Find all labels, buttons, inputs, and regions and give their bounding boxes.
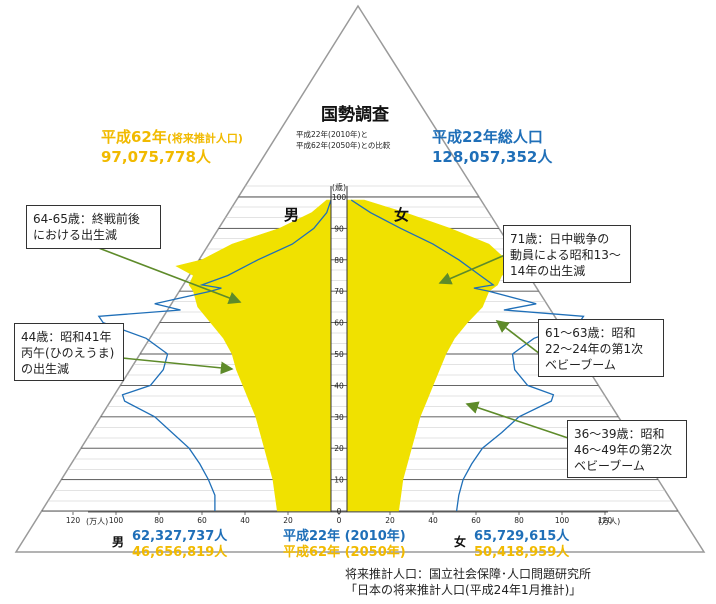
series-2050 xyxy=(175,199,520,512)
bottom-male-label: 男 xyxy=(112,535,125,549)
x-tick-label: 100 xyxy=(555,516,570,525)
annotation-box-36-39: 36～39歳：昭和 46～49年の第2次 ベビーブーム xyxy=(567,420,687,478)
x-tick-label: 120 xyxy=(66,516,81,525)
age-tick-label: 90 xyxy=(334,224,344,233)
x-tick-label: 40 xyxy=(428,516,438,525)
x-tick-label: 40 xyxy=(240,516,250,525)
annotation-box-44: 44歳：昭和41年 丙午(ひのえうま) の出生減 xyxy=(14,323,124,381)
x-ticks: 120 100 80 60 40 20 0 20 40 60 80 100 120 xyxy=(66,512,613,525)
x-tick-label: 60 xyxy=(197,516,207,525)
source-line-2: 「日本の将来推計人口(平成24年1月推計)」 xyxy=(345,583,582,597)
center-2050-label: 平成62年 (2050年) xyxy=(283,545,406,560)
x-tick-label: 20 xyxy=(283,516,293,525)
annotation-arrow xyxy=(95,246,242,304)
header-2050-note: (将来推計人口) xyxy=(166,132,243,145)
annotation-arrows xyxy=(95,246,569,439)
age-tick-label: 0 xyxy=(337,507,342,516)
age-tick-label: 60 xyxy=(334,319,344,328)
age-tick-label: 30 xyxy=(334,413,344,422)
age-tick-label: 80 xyxy=(334,256,344,265)
age-tick-label: 20 xyxy=(334,444,344,453)
age-tick-label: 100 xyxy=(332,193,347,202)
series-2050-male xyxy=(175,199,332,512)
annotation-box-71: 71歳：日中戦争の 動員による昭和13～ 14年の出生減 xyxy=(503,225,631,283)
sex-label-male: 男 xyxy=(284,206,299,224)
annotation-box-64-65: 64-65歳：終戦前後 における出生減 xyxy=(26,205,161,249)
x-tick-label: 120 xyxy=(598,516,613,525)
header-2050: 平成62年(将来推計人口) xyxy=(101,126,243,147)
x-unit-right: (万人) xyxy=(598,517,620,526)
x-tick-label: 0 xyxy=(337,516,342,525)
center-2010-label: 平成22年 (2010年) xyxy=(283,529,406,544)
header-2010: 平成22年総人口 xyxy=(432,128,543,146)
x-tick-label: 100 xyxy=(109,516,124,525)
sex-label-female: 女 xyxy=(394,206,409,224)
series-2010-male xyxy=(97,199,332,511)
annotation-arrow xyxy=(465,401,569,439)
annotation-arrow xyxy=(495,320,541,355)
chart-subtitle-1: 平成22年(2010年)と xyxy=(296,129,368,139)
chart-subtitle-2: 平成62年(2050年)との比較 xyxy=(296,140,391,150)
age-tick-label: 70 xyxy=(334,287,344,296)
annotation-arrow xyxy=(121,357,234,375)
source-line-1: 将来推計人口：国立社会保障･人口問題研究所 xyxy=(345,567,592,581)
x-unit-left: (万人) xyxy=(86,517,108,526)
age-unit: (歳) xyxy=(332,182,346,192)
male-total-2010: 62,327,737人 xyxy=(132,529,228,544)
series-2050-female xyxy=(346,199,520,512)
female-total-2010: 65,729,615人 xyxy=(474,529,570,544)
male-total-2050: 46,656,819人 xyxy=(132,545,228,560)
chart-title: 国勢調査 xyxy=(321,104,390,125)
annotation-box-61-63: 61～63歳：昭和 22～24年の第1次 ベビーブーム xyxy=(538,319,664,377)
header-2010-value: 128,057,352人 xyxy=(432,148,553,166)
header-2050-label: 平成62年 xyxy=(101,128,167,146)
age-tick-label: 50 xyxy=(334,350,344,359)
x-tick-label: 60 xyxy=(471,516,481,525)
x-tick-label: 80 xyxy=(514,516,524,525)
header-2050-value: 97,075,778人 xyxy=(101,148,211,166)
age-tick-label: 40 xyxy=(334,381,344,390)
female-total-2050: 50,418,959人 xyxy=(474,545,570,560)
age-tick-label: 10 xyxy=(334,476,344,485)
x-tick-label: 80 xyxy=(154,516,164,525)
x-tick-label: 20 xyxy=(385,516,395,525)
bottom-female-label: 女 xyxy=(454,535,467,549)
annotation-arrow xyxy=(438,254,506,285)
